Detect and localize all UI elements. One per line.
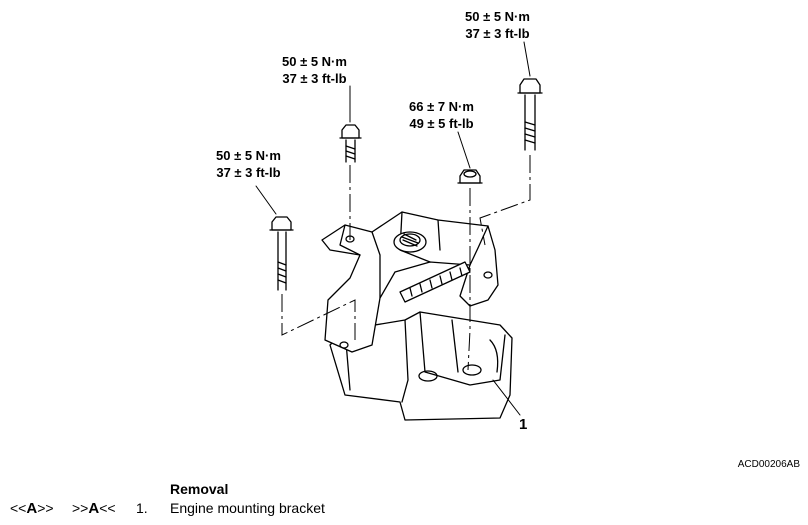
torque-imperial: 49 ± 5 ft-lb [409, 116, 474, 131]
torque-label-top-center: 50 ± 5 N·m 37 ± 3 ft-lb [282, 53, 347, 87]
torque-imperial: 37 ± 3 ft-lb [282, 71, 347, 86]
figure-code: ACD00206AB [737, 459, 800, 470]
install-reference: <<A>> [10, 500, 54, 517]
legend-heading: Removal [170, 481, 229, 497]
torque-metric: 50 ± 5 N·m [465, 9, 530, 24]
torque-metric: 50 ± 5 N·m [216, 148, 281, 163]
torque-label-left: 50 ± 5 N·m 37 ± 3 ft-lb [216, 147, 281, 181]
torque-imperial: 37 ± 3 ft-lb [465, 26, 530, 41]
torque-imperial: 37 ± 3 ft-lb [216, 165, 281, 180]
install-ref-letter: A [26, 500, 38, 517]
part-callout-number: 1 [519, 416, 528, 433]
exploded-view-figure: 50 ± 5 N·m 37 ± 3 ft-lb 50 ± 5 N·m 37 ± … [216, 8, 543, 433]
legend-item-number: 1. [136, 500, 148, 516]
torque-metric: 66 ± 7 N·m [409, 99, 474, 114]
torque-metric: 50 ± 5 N·m [282, 54, 347, 69]
removal-reference: >>A<< [72, 500, 116, 517]
engine-mount-illustration [255, 41, 543, 421]
torque-label-top-right: 50 ± 5 N·m 37 ± 3 ft-lb [465, 8, 530, 42]
torque-label-middle: 66 ± 7 N·m 49 ± 5 ft-lb [409, 98, 474, 132]
legend-item-name: Engine mounting bracket [170, 500, 325, 516]
removal-ref-letter: A [88, 500, 100, 517]
